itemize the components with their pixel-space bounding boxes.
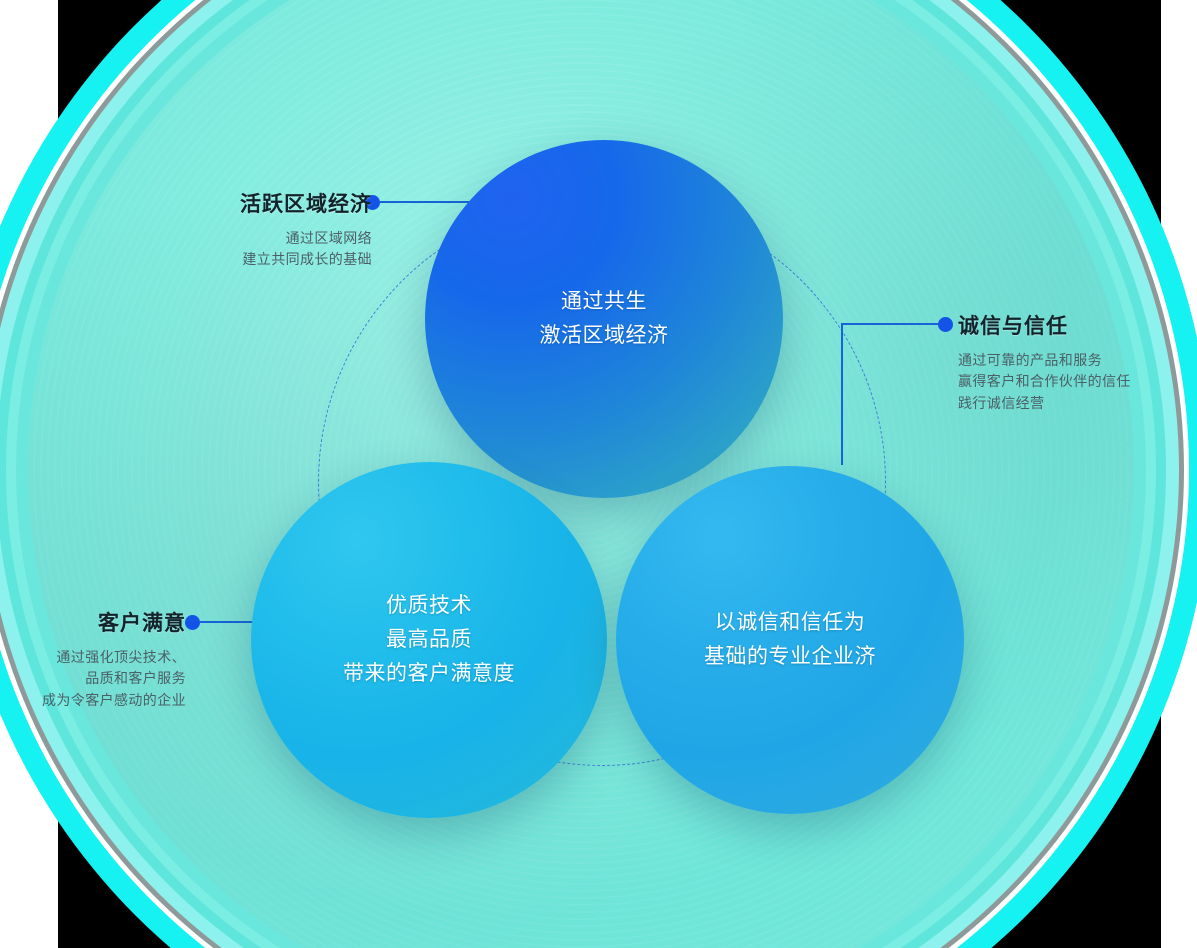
connector-line-right-vertical xyxy=(841,323,843,465)
bubble-right-text: 以诚信和信任为基础的专业企业济 xyxy=(704,610,876,668)
callout-customer-satisfaction: 客户满意 通过强化顶尖技术、 品质和客户服务 成为令客户感动的企业 xyxy=(0,607,186,711)
callout-left-body: 通过强化顶尖技术、 品质和客户服务 成为令客户感动的企业 xyxy=(0,647,186,711)
connector-dot-right[interactable] xyxy=(938,317,953,332)
bubble-regional-economy[interactable]: 通过共生激活区域经济 xyxy=(425,140,783,498)
callout-right-title: 诚信与信任 xyxy=(958,315,1068,338)
bubble-quality-technology[interactable]: 优质技术最高品质带来的客户满意度 xyxy=(251,462,607,818)
bubble-top-text: 通过共生激活区域经济 xyxy=(539,289,669,347)
callout-integrity-and-trust: 诚信与信任 通过可靠的产品和服务 赢得客户和合作伙伴的信任 践行诚信经营 xyxy=(958,310,1197,414)
callout-left-body-line: 品质和客户服务 xyxy=(85,670,186,687)
connector-line-left xyxy=(200,621,258,623)
callout-right-body-line: 践行诚信经营 xyxy=(958,394,1045,411)
connector-line-right-horizontal xyxy=(841,323,941,325)
callout-top-body: 通过区域网络 建立共同成长的基础 xyxy=(212,228,372,271)
bubble-left-text: 优质技术最高品质带来的客户满意度 xyxy=(343,593,515,685)
callout-top-body-line: 建立共同成长的基础 xyxy=(242,251,372,268)
callout-right-body: 通过可靠的产品和服务 赢得客户和合作伙伴的信任 践行诚信经营 xyxy=(958,350,1197,414)
connector-dot-left[interactable] xyxy=(185,615,200,630)
connector-line-top xyxy=(380,201,478,203)
callout-left-title: 客户满意 xyxy=(98,612,186,635)
callout-left-body-line: 成为令客户感动的企业 xyxy=(42,691,186,708)
callout-right-body-line: 通过可靠的产品和服务 xyxy=(958,352,1102,368)
callout-right-body-line: 赢得客户和合作伙伴的信任 xyxy=(958,373,1131,390)
callout-left-body-line: 通过强化顶尖技术、 xyxy=(56,649,186,665)
callout-active-regional-economy: 活跃区域经济 通过区域网络 建立共同成长的基础 xyxy=(212,188,372,271)
connector-dot-top[interactable] xyxy=(365,195,380,210)
bubble-integrity-trust[interactable]: 以诚信和信任为基础的专业企业济 xyxy=(616,466,964,814)
callout-top-title: 活跃区域经济 xyxy=(240,193,372,216)
callout-top-body-line: 通过区域网络 xyxy=(285,230,372,246)
